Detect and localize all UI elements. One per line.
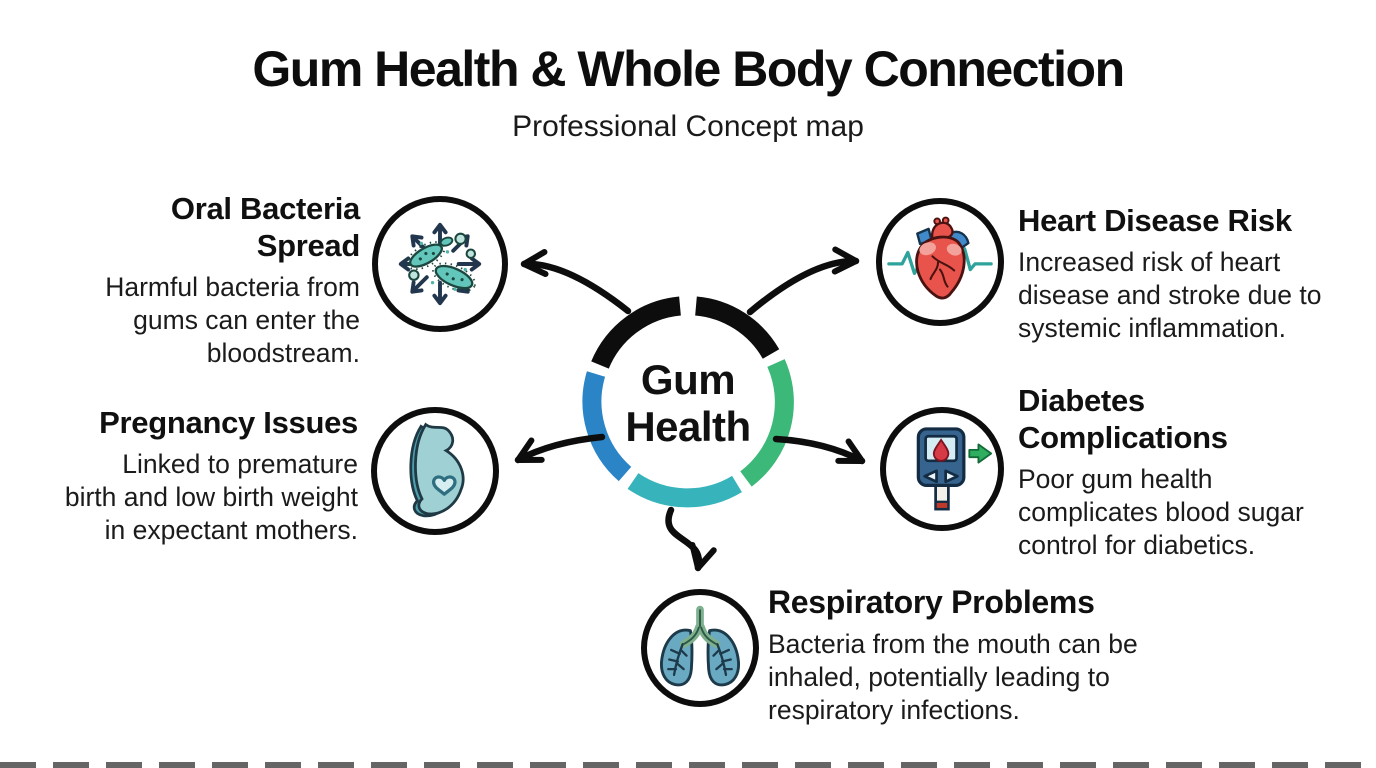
desc-line: disease and stroke due to: [1018, 280, 1322, 310]
node-heart-disease: Heart Disease Risk Increased risk of hea…: [1018, 202, 1358, 345]
diabetes-icon-circle: [880, 407, 1004, 531]
node-title: Respiratory Problems: [768, 584, 1188, 621]
bottom-edge-artifact: [0, 762, 1376, 768]
desc-line: Increased risk of heart: [1018, 247, 1281, 277]
node-description: Bacteria from the mouth can be inhaled, …: [768, 628, 1188, 727]
desc-line: Harmful bacteria from: [105, 272, 360, 302]
connector-diabetes: [772, 435, 866, 465]
center-label-line: Health: [625, 403, 751, 450]
node-title: Heart Disease Risk: [1018, 202, 1358, 239]
center-label-line: Gum: [640, 356, 736, 403]
center-node-label: Gum Health: [588, 356, 788, 450]
title-line: Heart Disease Risk: [1018, 203, 1292, 238]
node-description: Poor gum health complicates blood sugar …: [1018, 463, 1338, 562]
node-respiratory: Respiratory Problems Bacteria from the m…: [768, 584, 1188, 727]
heart-icon-circle: [876, 198, 1004, 326]
desc-line: birth and low birth weight: [64, 482, 358, 512]
oral-bacteria-icon-circle: [372, 196, 508, 332]
ring-segment-teal: [627, 473, 742, 508]
title-line: Diabetes: [1018, 383, 1145, 418]
page-title: Gum Health & Whole Body Connection: [252, 41, 1125, 97]
pregnant-woman-icon: [409, 422, 465, 518]
desc-line: Linked to premature: [122, 449, 358, 479]
node-description: Increased risk of heart disease and stro…: [1018, 246, 1358, 345]
desc-line: systemic inflammation.: [1018, 313, 1287, 343]
desc-line: control for diabetics.: [1018, 530, 1256, 560]
title-line: Complications: [1018, 420, 1228, 455]
node-pregnancy: Pregnancy Issues Linked to premature bir…: [40, 404, 358, 547]
desc-line: gums can enter the: [133, 305, 360, 335]
node-title: Pregnancy Issues: [40, 404, 358, 441]
heart-ekg-icon: [887, 216, 993, 300]
ring-segment-black-right: [694, 296, 780, 359]
desc-line: Poor gum health: [1018, 464, 1213, 494]
node-description: Harmful bacteria from gums can enter the…: [70, 271, 360, 370]
lungs-icon: [660, 605, 740, 687]
desc-line: complicates blood sugar: [1018, 497, 1304, 527]
node-title: Diabetes Complications: [1018, 382, 1338, 456]
pregnancy-icon-circle: [371, 407, 499, 535]
bacteria-spread-icon: [398, 222, 482, 306]
node-title: Oral Bacteria Spread: [70, 190, 360, 264]
page-subtitle: Professional Concept map: [512, 110, 864, 143]
desc-line: respiratory infections.: [768, 695, 1020, 725]
node-diabetes: Diabetes Complications Poor gum health c…: [1018, 382, 1338, 562]
connector-heart: [746, 246, 860, 316]
respiratory-icon-circle: [641, 589, 759, 707]
connector-oral-bacteria: [520, 249, 632, 315]
title-line: Pregnancy Issues: [99, 405, 358, 440]
desc-line: inhaled, potentially leading to: [768, 662, 1110, 692]
title-line: Spread: [256, 228, 361, 263]
desc-line: in expectant mothers.: [104, 515, 358, 545]
title-line: Respiratory Problems: [768, 584, 1095, 620]
desc-line: Bacteria from the mouth can be: [768, 629, 1138, 659]
glucose-meter-icon: [916, 427, 993, 511]
connector-respiratory: [665, 506, 717, 572]
desc-line: bloodstream.: [206, 338, 360, 368]
title-line: Oral Bacteria: [170, 191, 360, 226]
node-oral-bacteria: Oral Bacteria Spread Harmful bacteria fr…: [70, 190, 360, 370]
node-description: Linked to premature birth and low birth …: [40, 448, 358, 547]
